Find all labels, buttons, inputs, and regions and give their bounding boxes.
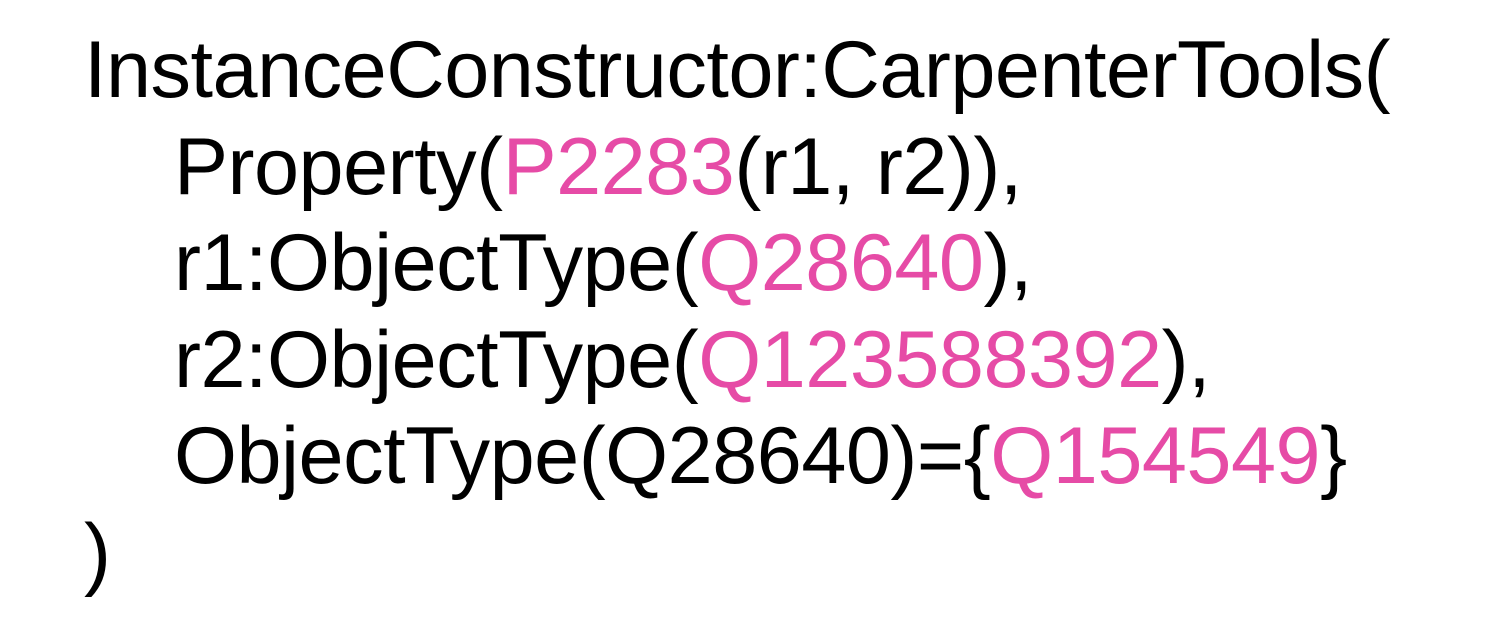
code-line-header: InstanceConstructor:CarpenterTools(: [84, 22, 1391, 119]
code-line-r1: r1:ObjectType(Q28640),: [84, 215, 1390, 312]
text: }: [1320, 411, 1347, 501]
code-line-r2: r2:ObjectType(Q123588392),: [84, 312, 1390, 409]
code-line-property: Property(P2283(r1, r2)),: [84, 119, 1390, 216]
code-line-close: ): [84, 505, 1390, 602]
text: Property(: [174, 121, 503, 212]
text: ),: [1161, 314, 1211, 405]
text: ),: [983, 218, 1032, 308]
property-id: P2283: [502, 121, 735, 212]
closing-paren: ): [84, 507, 111, 598]
text: (r1, r2)),: [734, 121, 1022, 212]
code-block: InstanceConstructor:CarpenterTools(Prope…: [84, 22, 1391, 602]
entity-id: Q154549: [990, 411, 1321, 501]
text: r2:ObjectType(: [174, 314, 699, 405]
entity-id: Q28640: [698, 218, 984, 308]
text: ObjectType(Q28640)={: [174, 411, 991, 501]
entity-id: Q123588392: [698, 314, 1162, 405]
code-line-objecttype-set: ObjectType(Q28640)={Q154549}: [84, 408, 1390, 505]
constructor-name: InstanceConstructor:CarpenterTools(: [84, 25, 1391, 115]
text: r1:ObjectType(: [174, 218, 699, 308]
